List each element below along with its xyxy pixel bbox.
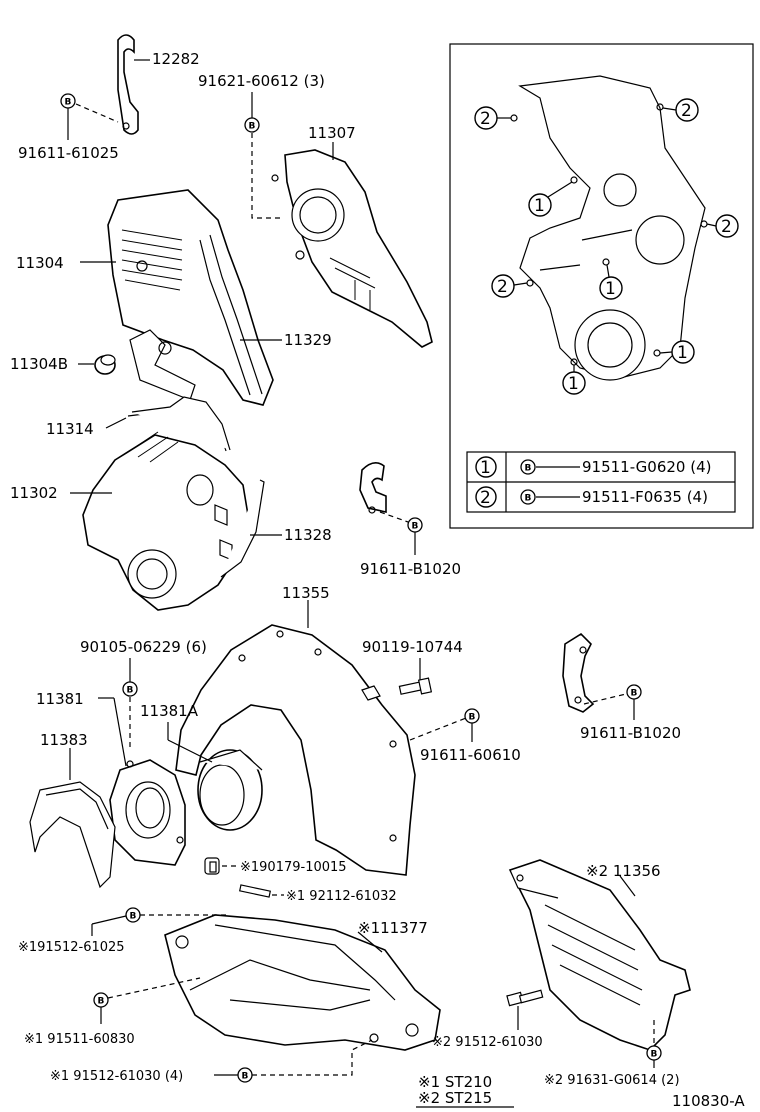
label-11329: 11329 bbox=[284, 331, 332, 349]
svg-text:B: B bbox=[65, 98, 72, 108]
legend-row-1: 1 B 91511-G0620 (4) bbox=[475, 456, 712, 478]
label-91611-B1020-right: 91611-B1020 bbox=[580, 724, 681, 742]
label-91512-61030: ※2 91512-61030 bbox=[432, 1035, 543, 1050]
part-bracket-91611-B1020-right[interactable] bbox=[562, 632, 595, 713]
svg-text:1: 1 bbox=[677, 343, 688, 363]
part-11307-timing-cover-no3[interactable] bbox=[271, 149, 433, 348]
part-bolt-91512-61030[interactable] bbox=[506, 989, 544, 1007]
svg-text:1: 1 bbox=[480, 458, 491, 478]
label-91621-60612: 91621-60612 (3) bbox=[198, 72, 325, 90]
part-11355-timing-belt-plate[interactable] bbox=[175, 624, 416, 876]
part-11304-timing-cover-no2[interactable] bbox=[107, 189, 274, 406]
svg-text:B: B bbox=[469, 713, 476, 723]
part-12282-hook[interactable] bbox=[117, 34, 139, 135]
part-90179-10015-grommet[interactable] bbox=[204, 857, 220, 875]
label-11314: 11314 bbox=[46, 420, 94, 438]
bolt-mark-91511-60830: B bbox=[93, 992, 109, 1008]
svg-text:B: B bbox=[651, 1050, 658, 1060]
inset-callout-3: 1 bbox=[528, 193, 552, 217]
svg-text:2: 2 bbox=[497, 277, 508, 297]
inset-callout-8: 1 bbox=[562, 371, 586, 395]
part-11356-cover[interactable] bbox=[508, 859, 691, 1051]
label-12282: 12282 bbox=[152, 50, 200, 68]
svg-text:1: 1 bbox=[568, 374, 579, 394]
part-11383-gasket[interactable] bbox=[29, 781, 116, 889]
svg-text:B: B bbox=[525, 494, 532, 504]
label-91512-61030-4: ※1 91512-61030 (4) bbox=[50, 1069, 183, 1084]
svg-text:B: B bbox=[525, 464, 532, 474]
label-91631-G0614: ※2 91631-G0614 (2) bbox=[544, 1073, 680, 1088]
label-11377: ※111377 bbox=[358, 919, 428, 937]
note-st215: ※2 ST215 bbox=[418, 1089, 492, 1107]
bolt-mark-91512-61030-4: B bbox=[237, 1067, 253, 1083]
svg-text:2: 2 bbox=[480, 109, 491, 129]
svg-text:1: 1 bbox=[534, 196, 545, 216]
label-91512-61025: ※191512-61025 bbox=[18, 940, 125, 955]
svg-text:2: 2 bbox=[681, 101, 692, 121]
inset-callout-4: 2 bbox=[715, 214, 739, 238]
svg-text:B: B bbox=[412, 522, 419, 532]
svg-text:B: B bbox=[242, 1072, 249, 1082]
part-11328-gasket[interactable] bbox=[220, 479, 265, 578]
label-90119-10744: 90119-10744 bbox=[362, 638, 463, 656]
label-90105-06229: 90105-06229 (6) bbox=[80, 638, 207, 656]
inset-callout-7: 1 bbox=[671, 340, 695, 364]
legend-part-2: 91511-F0635 (4) bbox=[582, 488, 708, 506]
bolt-mark-90105-06229: B bbox=[122, 681, 138, 697]
svg-text:B: B bbox=[631, 689, 638, 699]
part-11381A-oil-seal[interactable] bbox=[197, 749, 263, 831]
label-11304: 11304 bbox=[16, 254, 64, 272]
diagram-id: 110830-A bbox=[672, 1092, 745, 1110]
label-11381: 11381 bbox=[36, 690, 84, 708]
bolt-mark-91611-61025: B bbox=[60, 93, 76, 109]
label-11302: 11302 bbox=[10, 484, 58, 502]
part-11314-gasket[interactable] bbox=[127, 396, 231, 452]
part-11381-oil-seal-retainer[interactable] bbox=[109, 759, 186, 866]
inset-callout-1: 2 bbox=[474, 106, 498, 130]
legend-part-1: 91511-G0620 (4) bbox=[582, 458, 712, 476]
bolt-mark-91512-61025: B bbox=[125, 907, 141, 923]
svg-text:2: 2 bbox=[480, 488, 491, 508]
inset-bolt-location-panel bbox=[449, 43, 754, 529]
svg-text:B: B bbox=[98, 997, 105, 1007]
label-11304B: 11304B bbox=[10, 355, 68, 373]
inset-callout-5: 2 bbox=[491, 274, 515, 298]
part-11377-housing[interactable] bbox=[164, 914, 441, 1051]
label-91611-B1020-left: 91611-B1020 bbox=[360, 560, 461, 578]
part-11302-timing-cover-no1[interactable] bbox=[82, 431, 249, 611]
bolt-mark-91631-G0614: B bbox=[646, 1045, 662, 1061]
bolt-mark-91611-60610: B bbox=[464, 708, 480, 724]
part-11304B-plug[interactable] bbox=[94, 354, 116, 375]
part-bracket-91611-B1020-left[interactable] bbox=[359, 462, 387, 514]
svg-text:B: B bbox=[127, 686, 134, 696]
label-11355: 11355 bbox=[282, 584, 330, 602]
label-90179-10015: ※190179-10015 bbox=[240, 860, 347, 875]
bolt-mark-91621-60612: B bbox=[244, 117, 260, 133]
svg-text:B: B bbox=[249, 122, 256, 132]
label-11328: 11328 bbox=[284, 526, 332, 544]
legend-row-2: 2 B 91511-F0635 (4) bbox=[475, 486, 708, 508]
svg-text:2: 2 bbox=[721, 217, 732, 237]
label-11356: ※2 11356 bbox=[586, 862, 661, 880]
bolt-mark-91611-B1020-left: B bbox=[407, 517, 423, 533]
label-11383: 11383 bbox=[40, 731, 88, 749]
svg-text:1: 1 bbox=[605, 279, 616, 299]
part-bolt-90119-10744[interactable] bbox=[398, 677, 433, 695]
label-91511-60830: ※1 91511-60830 bbox=[24, 1032, 135, 1047]
label-11307: 11307 bbox=[308, 124, 356, 142]
part-92112-61032-stud[interactable] bbox=[238, 884, 272, 898]
inset-legend-table bbox=[466, 451, 736, 513]
svg-text:B: B bbox=[130, 912, 137, 922]
label-91611-60610: 91611-60610 bbox=[420, 746, 521, 764]
note-st210: ※1 ST210 bbox=[418, 1073, 492, 1091]
bolt-mark-91611-B1020-right: B bbox=[626, 684, 642, 700]
label-92112-61032: ※1 92112-61032 bbox=[286, 889, 397, 904]
inset-callout-2: 2 bbox=[675, 98, 699, 122]
inset-callout-6: 1 bbox=[599, 276, 623, 300]
label-91611-61025: 91611-61025 bbox=[18, 144, 119, 162]
label-11381A: 11381A bbox=[140, 702, 199, 720]
